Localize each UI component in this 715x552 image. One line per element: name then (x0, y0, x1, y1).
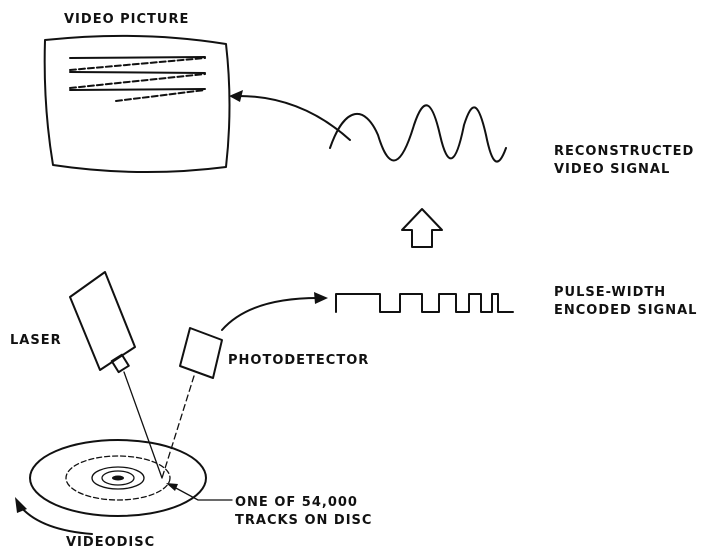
signal-to-picture-arrow (229, 90, 351, 141)
pulse-width-label-line1: PULSE-WIDTH (554, 285, 667, 300)
laser-beam (123, 371, 163, 479)
video-picture-label: VIDEO PICTURE (64, 12, 190, 27)
reconstructed-video-wave (329, 104, 507, 163)
pulse-width-label-line2: ENCODED SIGNAL (554, 303, 698, 318)
photodetector-label: PHOTODETECTOR (228, 353, 370, 368)
detector-to-signal-arrow (221, 292, 328, 331)
photodetector-device (179, 327, 223, 379)
track-pointer (166, 483, 233, 501)
video-picture-screen (43, 34, 231, 174)
reflected-beam (161, 375, 195, 479)
up-arrow-icon (401, 208, 443, 248)
tracks-label-line2: TRACKS ON DISC (235, 513, 373, 528)
tracks-label-line1: ONE OF 54,000 (235, 495, 358, 510)
laser-label: LASER (10, 333, 62, 348)
rotation-arrow (15, 497, 93, 535)
pulse-width-signal (335, 293, 514, 313)
reconstructed-label-line1: RECONSTRUCTED (554, 144, 695, 159)
reconstructed-label-line2: VIDEO SIGNAL (554, 162, 671, 177)
videodisc-label: VIDEODISC (66, 535, 156, 550)
laser-device (69, 271, 136, 374)
videodisc (29, 439, 207, 517)
